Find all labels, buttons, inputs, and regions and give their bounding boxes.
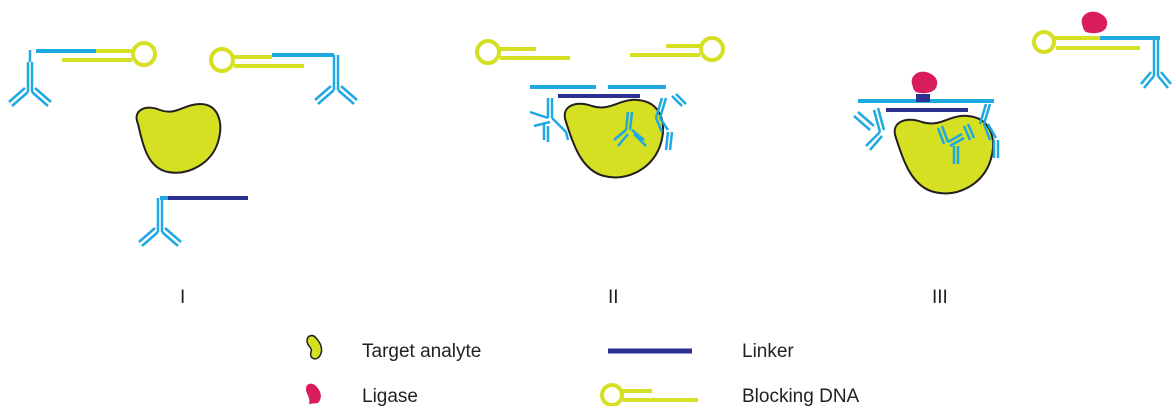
analyte-blob-icon bbox=[306, 334, 323, 360]
ligase-icon bbox=[306, 383, 321, 404]
panel-3: III bbox=[853, 71, 1000, 308]
legend: Target analyte Linker Ligase Blocking DN… bbox=[306, 334, 860, 406]
legend-ligase: Ligase bbox=[362, 386, 418, 406]
panel-2: II bbox=[475, 36, 725, 308]
panel-label-2: II bbox=[608, 287, 619, 308]
blocking-dna-icon bbox=[62, 41, 157, 67]
legend-target-analyte: Target analyte bbox=[362, 341, 481, 362]
linker-bar-icon bbox=[916, 94, 930, 102]
blocking-dna-icon bbox=[209, 47, 304, 73]
antibody-icon bbox=[8, 50, 52, 107]
antibody-icon bbox=[613, 111, 647, 147]
antibody-icon bbox=[529, 98, 570, 142]
blocking-dna-icon bbox=[630, 36, 725, 62]
released-complex bbox=[1032, 11, 1172, 89]
legend-blocking-dna: Blocking DNA bbox=[742, 386, 860, 406]
blocking-dna-icon bbox=[475, 39, 570, 65]
blocking-dna-icon bbox=[600, 383, 698, 406]
panel-1: I bbox=[8, 41, 358, 308]
antibody-icon bbox=[853, 107, 886, 151]
antibody-icon bbox=[654, 93, 687, 151]
antibody-icon bbox=[936, 125, 965, 164]
ligase-icon bbox=[911, 71, 938, 94]
antibody-icon bbox=[138, 196, 182, 247]
panel-label-1: I bbox=[180, 287, 185, 308]
legend-linker: Linker bbox=[742, 341, 794, 362]
antibody-icon bbox=[314, 55, 358, 105]
antibody-icon bbox=[962, 103, 1000, 158]
analyte-blob-icon bbox=[135, 102, 222, 174]
ligase-icon bbox=[1081, 11, 1108, 34]
panel-label-3: III bbox=[932, 287, 948, 308]
